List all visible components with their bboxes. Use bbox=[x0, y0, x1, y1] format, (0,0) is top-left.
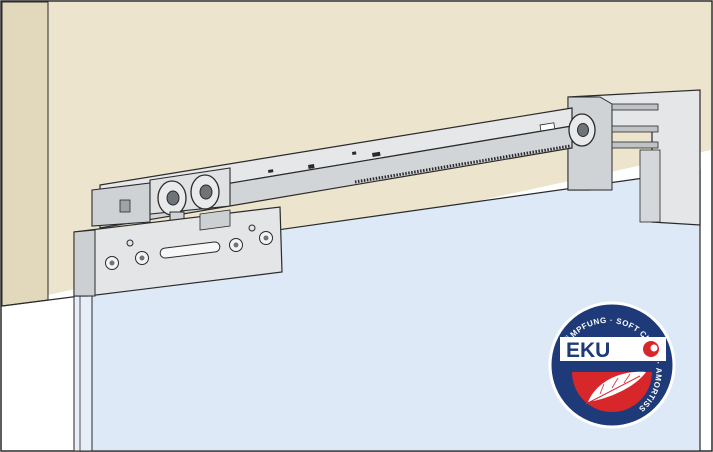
glass-clamp-plate bbox=[73, 206, 283, 297]
screw bbox=[229, 238, 243, 252]
roller-wheel-left-2 bbox=[190, 174, 220, 210]
screw bbox=[135, 251, 149, 265]
badge-brand-text: EKU bbox=[566, 339, 610, 362]
roller-wheel-left-1 bbox=[157, 180, 187, 216]
screw bbox=[259, 231, 273, 245]
feather-icon bbox=[585, 371, 646, 405]
roller-wheel-right bbox=[568, 113, 596, 147]
swirl-icon bbox=[643, 341, 659, 357]
wall-end-bracket bbox=[567, 89, 701, 226]
screw bbox=[105, 256, 119, 270]
